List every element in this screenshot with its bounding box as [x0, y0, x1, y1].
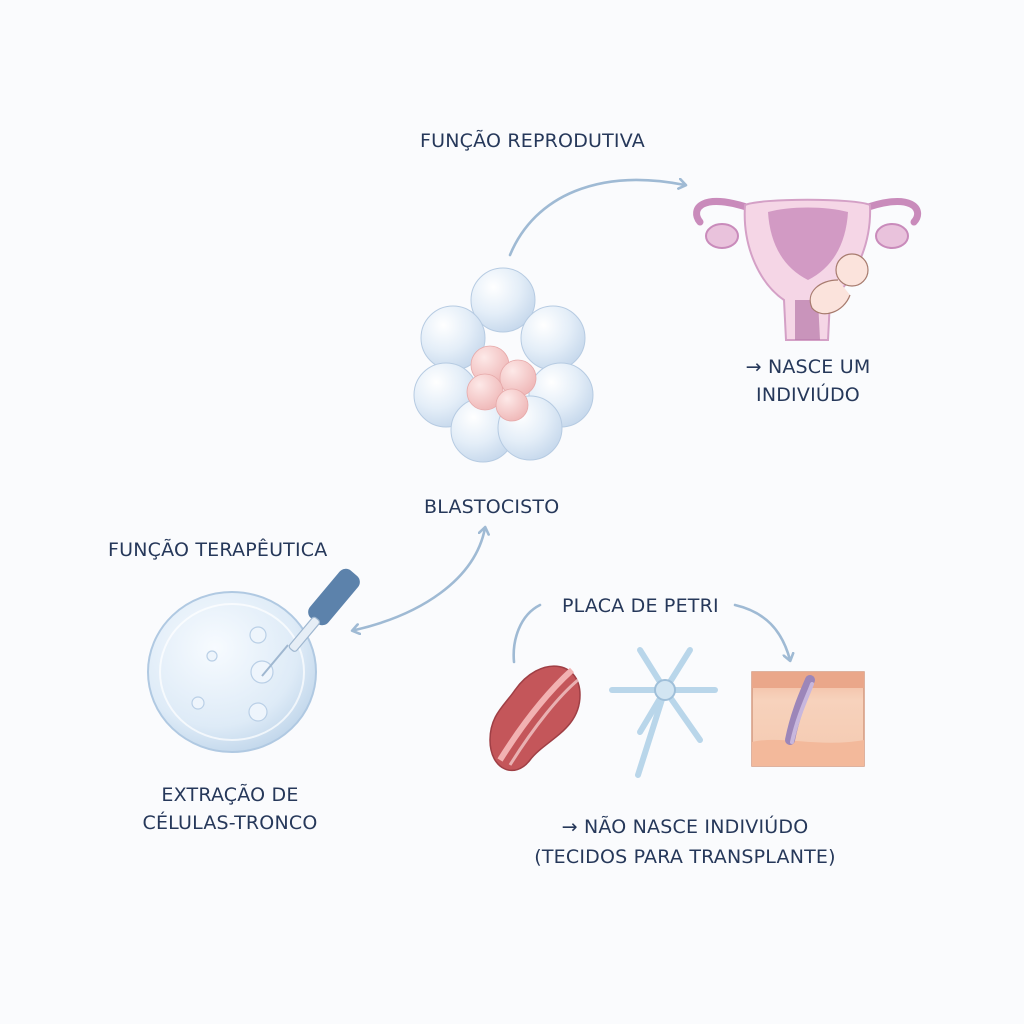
arrow-to-uterus [508, 180, 685, 257]
arrow-blastocyst-dish [355, 528, 485, 630]
label-not-born-2: (TECIDOS PARA TRANSPLANTE) [534, 846, 836, 868]
arrow-petri-left [512, 603, 542, 664]
label-petri-dish: PLACA DE PETRI [562, 595, 719, 617]
arrow-petri-right [733, 603, 790, 660]
label-therapeutic-function: FUNÇÃO TERAPÊUTICA [108, 539, 328, 561]
label-born-individual-1: → NASCE UM [745, 356, 871, 378]
neuron-body [654, 679, 676, 701]
muscle-fiber-icon [489, 665, 581, 771]
label-born-individual-2: INDIVIÚDO [756, 384, 860, 406]
blastocyst-icon [413, 267, 594, 463]
label-blastocyst: BLASTOCISTO [424, 496, 560, 518]
uterus-icon [693, 198, 922, 341]
label-extraction-1: EXTRAÇÃO DE [161, 784, 299, 806]
neuron-icon [609, 647, 718, 778]
skin-tissue-icon [751, 671, 865, 767]
petri-dish-icon [147, 591, 317, 753]
label-extraction-2: CÉLULAS-TRONCO [142, 812, 318, 834]
label-not-born-1: → NÃO NASCE INDIVIÚDO [561, 816, 809, 838]
label-reproductive-function: FUNÇÃO REPRODUTIVA [420, 130, 645, 152]
pipette-icon [261, 568, 360, 677]
